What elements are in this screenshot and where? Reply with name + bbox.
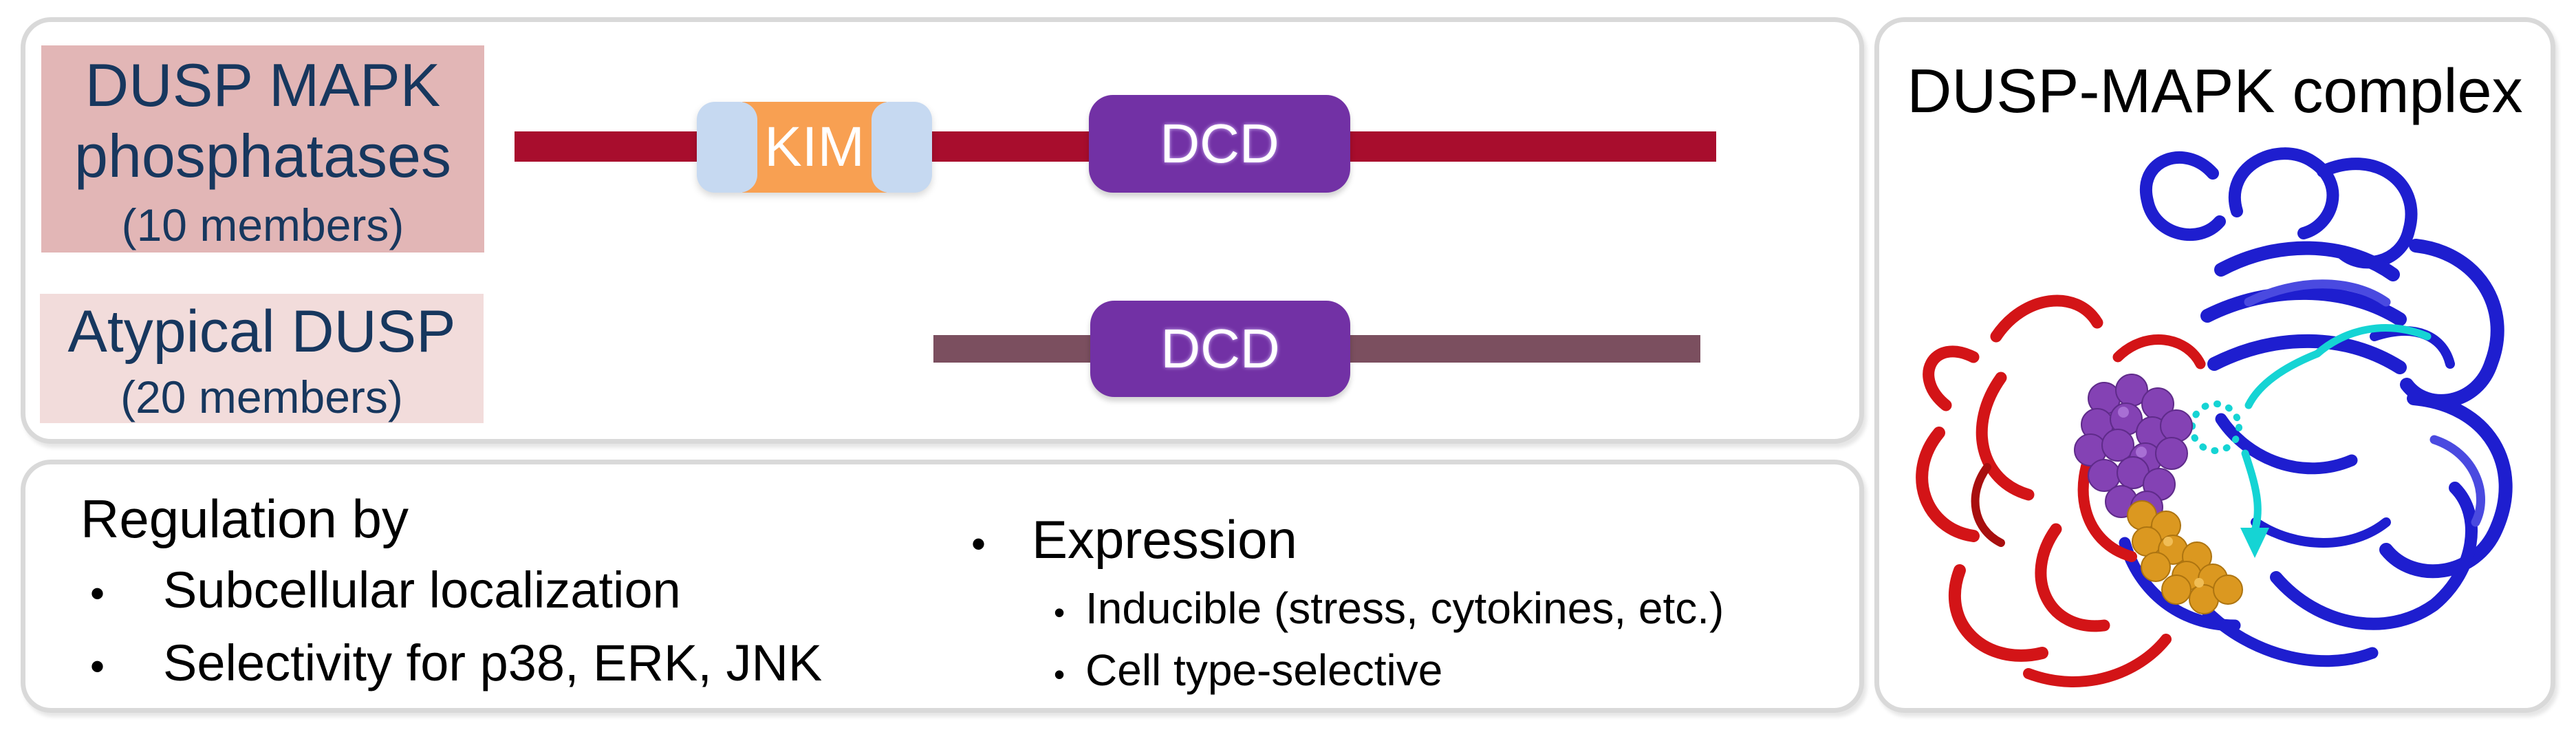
dcd-domain-row1: DCD (1089, 95, 1350, 193)
atypical-dusp-label-line1: Atypical DUSP (67, 298, 456, 365)
mapk-blue-ribbon (2119, 147, 2513, 667)
dusp-mapk-label-line2: phosphatases (74, 121, 451, 190)
kim-peptide-spheres-purple (2074, 374, 2193, 524)
kim-flank-left (697, 102, 757, 193)
regulation-heading: Regulation by (80, 489, 409, 549)
ligand-spheres-orange (2127, 500, 2243, 614)
expression-bullet-celltype: • Cell type-selective (1054, 645, 1442, 696)
expression-bullet-inducible-text: Inducible (stress, cytokines, etc.) (1085, 583, 1724, 633)
dusp-mapk-label-box: DUSP MAPK phosphatases (10 members) (41, 45, 484, 253)
dusp-mapk-members-count: (10 members) (121, 200, 404, 251)
kim-domain-block: KIM (697, 102, 932, 193)
bullet-icon: • (971, 521, 986, 567)
bullet-icon: • (1054, 594, 1065, 630)
expression-heading-text: Expression (1032, 509, 1297, 570)
structure-panel: DUSP-MAPK complex (1874, 17, 2555, 713)
expression-bullet-celltype-text: Cell type-selective (1085, 645, 1443, 695)
dcd-domain-row2: DCD (1090, 301, 1350, 397)
bullet-icon: • (1054, 656, 1065, 692)
regulation-bullet-localization: • Subcellular localization (90, 561, 681, 619)
cyan-arrowhead (2240, 528, 2269, 558)
regulation-bullet-selectivity: • Selectivity for p38, ERK, JNK (90, 634, 822, 692)
regulation-bullet-localization-text: Subcellular localization (163, 561, 681, 619)
domain-architecture-panel: DUSP MAPK phosphatases (10 members) KIM … (21, 17, 1864, 444)
kim-domain-label: KIM (742, 102, 887, 193)
structure-panel-title: DUSP-MAPK complex (1907, 57, 2523, 126)
expression-bullet-inducible: • Inducible (stress, cytokines, etc.) (1054, 583, 1724, 634)
expression-heading-line: • Expression (971, 508, 1297, 571)
regulation-notes-panel: Regulation by • Subcellular localization… (21, 460, 1864, 713)
kim-flank-right (872, 102, 932, 193)
dusp-red-ribbon (1916, 294, 2206, 687)
regulation-bullet-selectivity-text: Selectivity for p38, ERK, JNK (163, 634, 823, 691)
dusp-mapk-label-line1: DUSP MAPK (85, 50, 441, 119)
atypical-dusp-label-box: Atypical DUSP (20 members) (40, 294, 484, 423)
bullet-icon: • (90, 643, 105, 689)
protein-ribbon-structure-illustration (1916, 147, 2513, 687)
cyan-linker (2189, 324, 2432, 558)
atypical-dusp-members-count: (20 members) (120, 372, 403, 423)
bullet-icon: • (90, 570, 105, 616)
